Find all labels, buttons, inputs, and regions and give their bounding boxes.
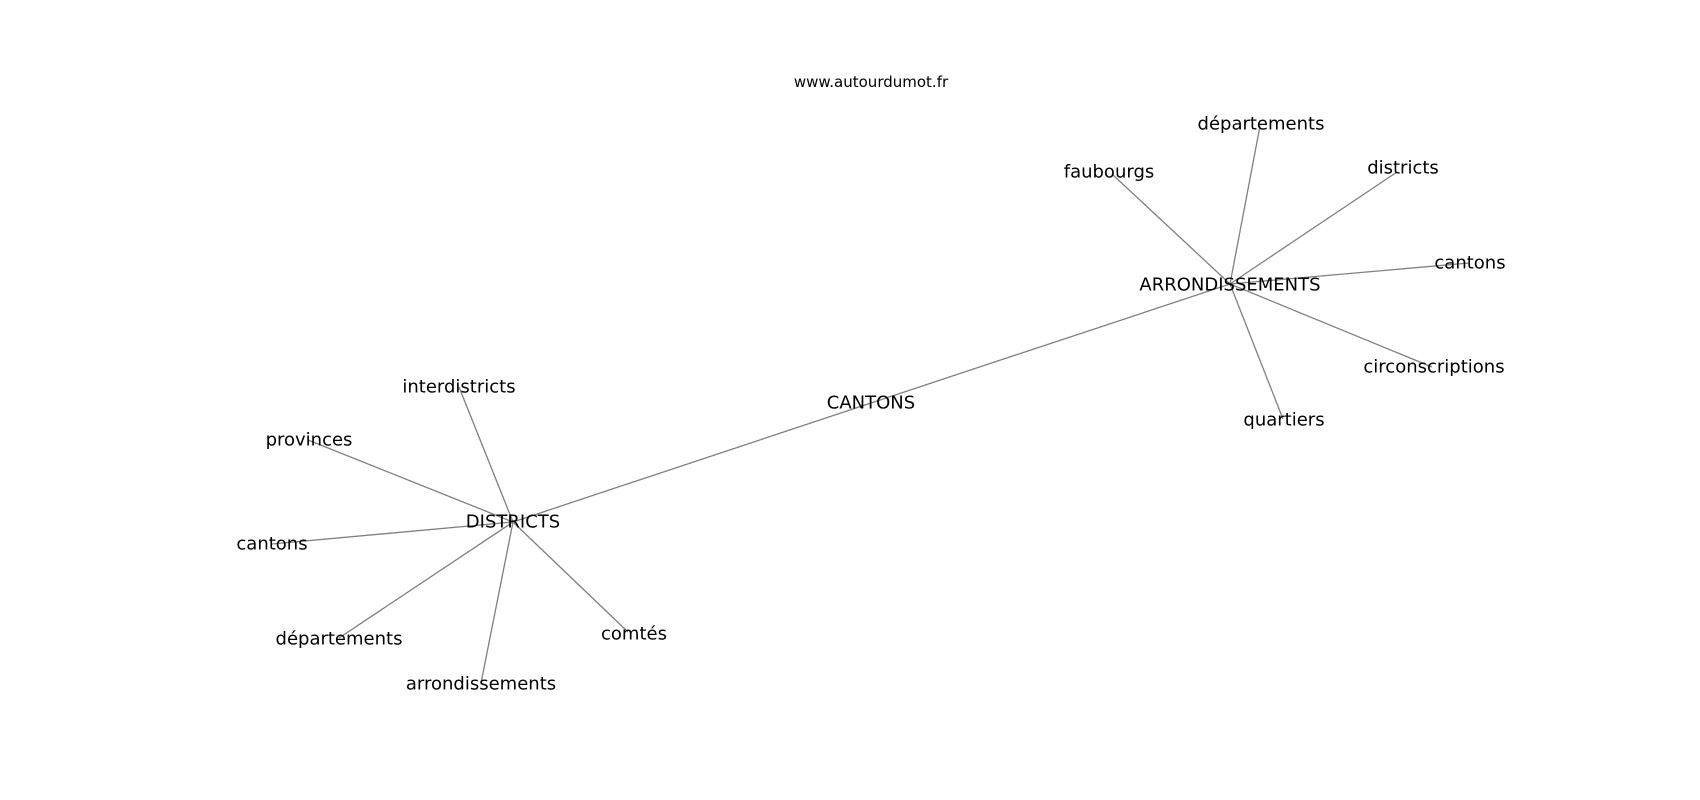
- edge-dis-cantons: [271, 521, 514, 545]
- edge-dis-departements: [338, 521, 514, 639]
- edges: [271, 125, 1470, 684]
- node-districts-hub: DISTRICTS: [466, 512, 560, 533]
- edge-arr-faubourgs: [1112, 174, 1231, 285]
- node-arr-cantons: cantons: [1434, 253, 1505, 274]
- edge-arr-districts: [1229, 171, 1398, 285]
- node-dis-departements: départements: [276, 629, 403, 650]
- node-dis-comtes: comtés: [601, 624, 667, 645]
- edge-districts-cantons: [512, 402, 872, 523]
- node-cantons-center: CANTONS: [827, 393, 915, 414]
- node-arr-circonscriptions: circonscriptions: [1363, 357, 1504, 378]
- node-arr-departements: départements: [1198, 114, 1325, 135]
- edge-arr-cantons: [1229, 262, 1470, 285]
- node-arr-districts: districts: [1367, 158, 1439, 179]
- edge-dis-interdistricts: [458, 386, 514, 523]
- node-dis-cantons: cantons: [236, 534, 307, 555]
- edge-dis-provinces: [307, 439, 514, 523]
- edge-arr-departements: [1229, 125, 1261, 285]
- edge-cantons-arrondissements: [870, 283, 1231, 404]
- node-dis-provinces: provinces: [266, 430, 353, 451]
- node-labels: CANTONS ARRONDISSEMENTS DISTRICTS départ…: [236, 114, 1505, 695]
- edge-dis-arrondissements: [480, 521, 514, 684]
- node-arrondissements-hub: ARRONDISSEMENTS: [1139, 275, 1320, 296]
- node-dis-arrondissements: arrondissements: [406, 674, 556, 695]
- edge-arr-quartiers: [1229, 283, 1284, 420]
- edge-dis-comtes: [512, 521, 629, 633]
- node-arr-quartiers: quartiers: [1243, 410, 1324, 431]
- watermark-text: www.autourdumot.fr: [794, 73, 949, 91]
- node-dis-interdistricts: interdistricts: [402, 377, 515, 398]
- node-arr-faubourgs: faubourgs: [1064, 162, 1155, 183]
- edge-arr-circonscriptions: [1229, 283, 1433, 368]
